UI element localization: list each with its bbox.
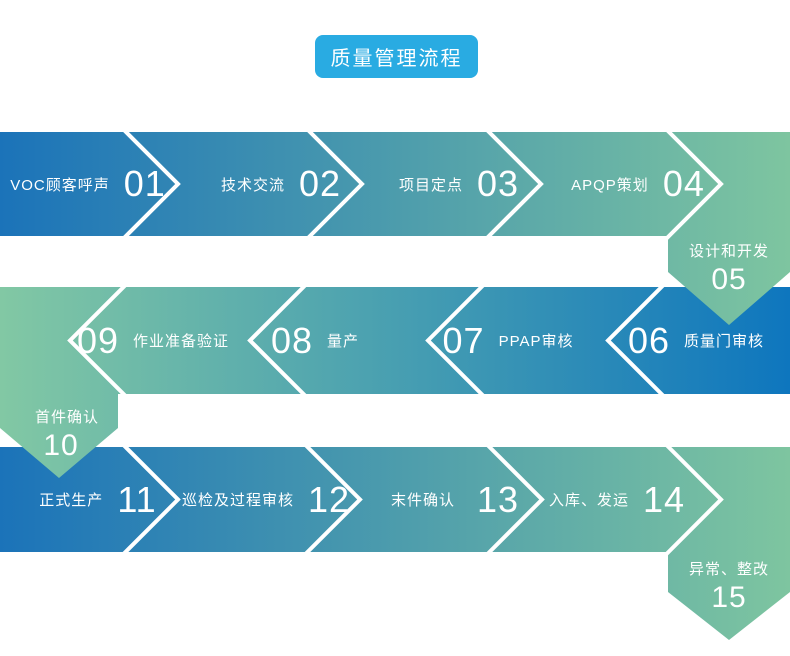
step-04-number: 04 xyxy=(662,163,705,204)
band-row1-with-pentagon05 xyxy=(0,132,790,325)
step-09-label: 作业准备验证 xyxy=(133,333,230,350)
step-04-label: APQP策划 xyxy=(571,176,649,194)
step-04: APQP策划 04 xyxy=(558,132,718,236)
step-05-number: 05 xyxy=(711,263,747,296)
chevron-right-icon xyxy=(482,125,544,243)
page-title: 质量管理流程 xyxy=(330,48,463,70)
step-03: 项目定点 03 xyxy=(379,132,539,236)
step-08-number: 08 xyxy=(270,319,314,361)
step-09: 09 作业准备验证 xyxy=(76,287,230,394)
step-10-label: 首件确认 xyxy=(34,409,99,426)
step-09-number: 09 xyxy=(76,319,120,361)
chevron-right-icon xyxy=(119,440,181,559)
chevron-right-icon xyxy=(303,125,365,243)
chevron-right-icon xyxy=(483,440,545,559)
band-row2-with-pentagon10 xyxy=(0,287,790,478)
step-07: 07 PPAP审核 xyxy=(432,287,584,394)
step-12-label: 巡检及过程审核 xyxy=(181,492,294,509)
band-row3-with-pentagon15 xyxy=(0,447,790,640)
chevron-left-icon xyxy=(425,280,488,401)
step-15: 异常、整改 15 xyxy=(668,558,790,615)
chevron-right-icon xyxy=(662,125,724,243)
step-14-label: 入库、发运 xyxy=(548,492,629,509)
step-02-label: 技术交流 xyxy=(220,176,285,194)
step-01-label: VOC顾客呼声 xyxy=(10,176,110,194)
step-02-number: 02 xyxy=(298,163,342,204)
step-15-number: 15 xyxy=(711,581,747,614)
step-06-label: 质量门审核 xyxy=(684,333,765,350)
step-07-number: 07 xyxy=(442,319,485,361)
chevron-left-icon xyxy=(247,280,310,401)
chevron-left-icon xyxy=(605,280,668,401)
step-11-label: 正式生产 xyxy=(39,492,104,509)
step-02: 技术交流 02 xyxy=(195,132,367,236)
chevron-right-icon xyxy=(119,125,181,243)
step-12-number: 12 xyxy=(307,478,351,520)
step-13-number: 13 xyxy=(476,478,520,520)
title-badge: 质量管理流程 xyxy=(315,35,478,78)
chevron-left-icon xyxy=(67,280,130,401)
step-06: 06 质量门审核 xyxy=(620,287,772,394)
step-01: VOC顾客呼声 01 xyxy=(8,132,168,236)
step-11: 正式生产 11 xyxy=(20,447,176,552)
step-05: 设计和开发 05 xyxy=(668,240,790,297)
step-01-number: 01 xyxy=(123,163,166,204)
step-10: 首件确认 10 xyxy=(0,406,122,463)
step-11-number: 11 xyxy=(117,478,157,520)
step-03-number: 03 xyxy=(476,163,520,204)
step-12: 巡检及过程审核 12 xyxy=(182,447,349,552)
chevron-right-icon xyxy=(662,440,724,559)
chevron-right-icon xyxy=(301,440,363,559)
step-03-label: 项目定点 xyxy=(398,176,463,194)
step-08-label: 量产 xyxy=(327,333,360,350)
step-13: 末件确认 13 xyxy=(376,447,534,552)
step-14: 入库、发运 14 xyxy=(538,447,696,552)
step-13-label: 末件确认 xyxy=(390,492,455,509)
step-07-label: PPAP审核 xyxy=(498,333,574,350)
step-08: 08 量产 xyxy=(240,287,390,394)
step-10-number: 10 xyxy=(43,429,79,462)
step-05-label: 设计和开发 xyxy=(688,243,769,260)
step-15-label: 异常、整改 xyxy=(688,561,769,578)
step-14-number: 14 xyxy=(642,478,686,520)
step-06-number: 06 xyxy=(627,319,671,361)
